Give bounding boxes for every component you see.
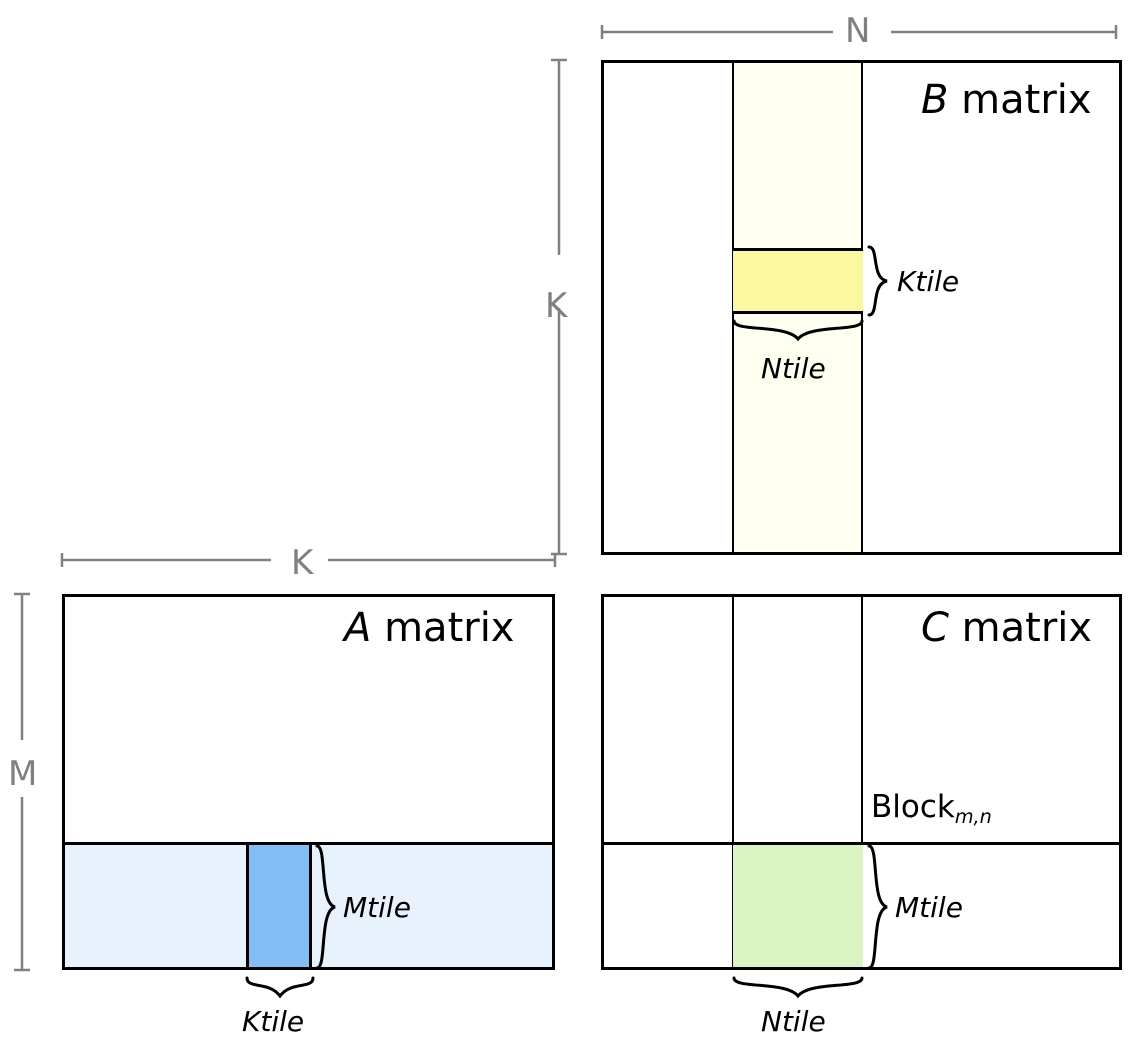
dimension-line-m-vertical xyxy=(14,592,30,972)
b-matrix-tile xyxy=(733,248,863,314)
b-matrix-label: B matrix xyxy=(921,80,1092,120)
a-matrix-ktile-label: Ktile xyxy=(242,1005,305,1038)
dimension-line-k-horizontal xyxy=(60,553,557,567)
c-matrix-mtile-brace xyxy=(867,844,888,970)
b-matrix-label-rest: matrix xyxy=(948,77,1092,123)
a-matrix-divider-row xyxy=(62,842,555,845)
a-matrix-mtile-brace xyxy=(315,844,336,970)
b-matrix-ntile-brace xyxy=(732,319,864,342)
c-matrix-divider-left xyxy=(732,597,734,967)
b-matrix-ktile-label: Ktile xyxy=(897,265,960,298)
dimension-label-k-vertical: K xyxy=(545,286,568,326)
c-matrix-block-subscript: m,n xyxy=(954,805,992,829)
c-matrix-divider-right xyxy=(861,597,863,967)
dimension-line-n xyxy=(600,25,1118,39)
a-matrix-label-italic: A xyxy=(344,605,372,651)
c-matrix-divider-row xyxy=(601,842,1122,845)
a-matrix-label: A matrix xyxy=(344,608,514,648)
b-matrix-label-italic: B xyxy=(921,77,949,123)
b-matrix-ntile-label: Ntile xyxy=(761,352,826,385)
c-matrix-block-label: Blockm,n xyxy=(871,789,992,827)
dimension-label-k-horizontal: K xyxy=(291,543,314,583)
a-matrix-ktile-brace xyxy=(245,976,315,999)
dimension-label-n: N xyxy=(845,11,871,51)
c-matrix-label-italic: C xyxy=(921,605,949,651)
c-matrix-block-text: Block xyxy=(871,789,955,825)
a-matrix-tile xyxy=(246,845,312,967)
c-matrix-ntile-brace xyxy=(732,976,864,999)
a-matrix-label-rest: matrix xyxy=(371,605,515,651)
dimension-label-m-vertical: M xyxy=(8,754,38,794)
c-matrix-label: C matrix xyxy=(921,608,1092,648)
dimension-line-k-vertical xyxy=(551,58,567,556)
c-matrix-label-rest: matrix xyxy=(948,605,1093,651)
c-matrix-tile xyxy=(733,845,863,967)
b-matrix-ktile-brace xyxy=(867,245,888,317)
c-matrix-mtile-label: Mtile xyxy=(895,891,963,924)
c-matrix-ntile-label: Ntile xyxy=(761,1005,826,1038)
a-matrix-mtile-label: Mtile xyxy=(343,891,411,924)
